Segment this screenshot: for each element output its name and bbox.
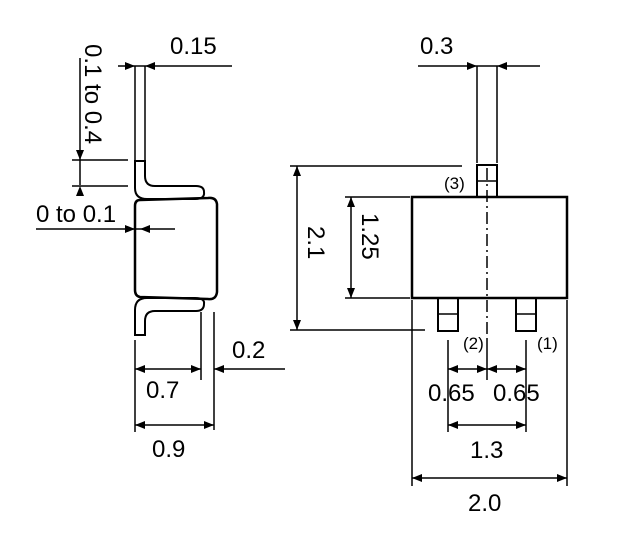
label-lead-length: 0.2 xyxy=(232,337,265,364)
top-body xyxy=(410,195,569,300)
label-top-body-width: 2.0 xyxy=(468,490,501,517)
arrow xyxy=(125,62,135,70)
arrow xyxy=(76,186,84,196)
arrow xyxy=(516,365,526,373)
arrow xyxy=(448,421,458,429)
arrow xyxy=(135,365,145,373)
side-body xyxy=(133,196,219,301)
arrow xyxy=(487,365,497,373)
label-overall-width: 0.9 xyxy=(152,436,185,463)
arrow xyxy=(214,365,224,373)
label-overall-length: 2.1 xyxy=(302,226,329,259)
arrow xyxy=(347,197,355,207)
arrow xyxy=(293,320,301,330)
label-lead-thickness: 0.15 xyxy=(170,33,217,60)
label-lead-width: 0.3 xyxy=(420,33,453,60)
label-body-width: 0.7 xyxy=(146,377,179,404)
arrow xyxy=(448,365,458,373)
label-body-length: 1.25 xyxy=(356,213,383,260)
pin-1-label: (1) xyxy=(537,334,558,353)
pin-2-label: (2) xyxy=(463,334,484,353)
pin-3-label: (3) xyxy=(444,174,465,193)
arrow xyxy=(412,474,422,482)
arrow xyxy=(516,421,526,429)
label-lead-height: 0.1 to 0.4 xyxy=(79,44,106,144)
arrow xyxy=(347,288,355,298)
arrow xyxy=(140,225,150,233)
side-upper-lead xyxy=(134,160,206,200)
label-pitch-right: 0.65 xyxy=(493,380,540,407)
arrow xyxy=(125,225,135,233)
arrow xyxy=(293,166,301,176)
arrow xyxy=(76,150,84,160)
arrow xyxy=(145,62,155,70)
arrow xyxy=(467,62,477,70)
arrow xyxy=(497,62,507,70)
arrow xyxy=(477,365,487,373)
top-view: (3) (2) (1) 0.3 2.1 1.25 0.65 0.65 xyxy=(290,33,569,517)
label-pitch-left: 0.65 xyxy=(428,380,475,407)
label-standoff: 0 to 0.1 xyxy=(36,201,116,228)
arrow xyxy=(557,474,567,482)
side-view: 0.15 0.1 to 0.4 0 to 0.1 0.2 0.7 0.9 xyxy=(36,33,285,463)
side-lower-lead xyxy=(134,297,206,336)
arrow xyxy=(204,421,214,429)
label-pin-span: 1.3 xyxy=(470,437,503,464)
arrow xyxy=(135,421,145,429)
